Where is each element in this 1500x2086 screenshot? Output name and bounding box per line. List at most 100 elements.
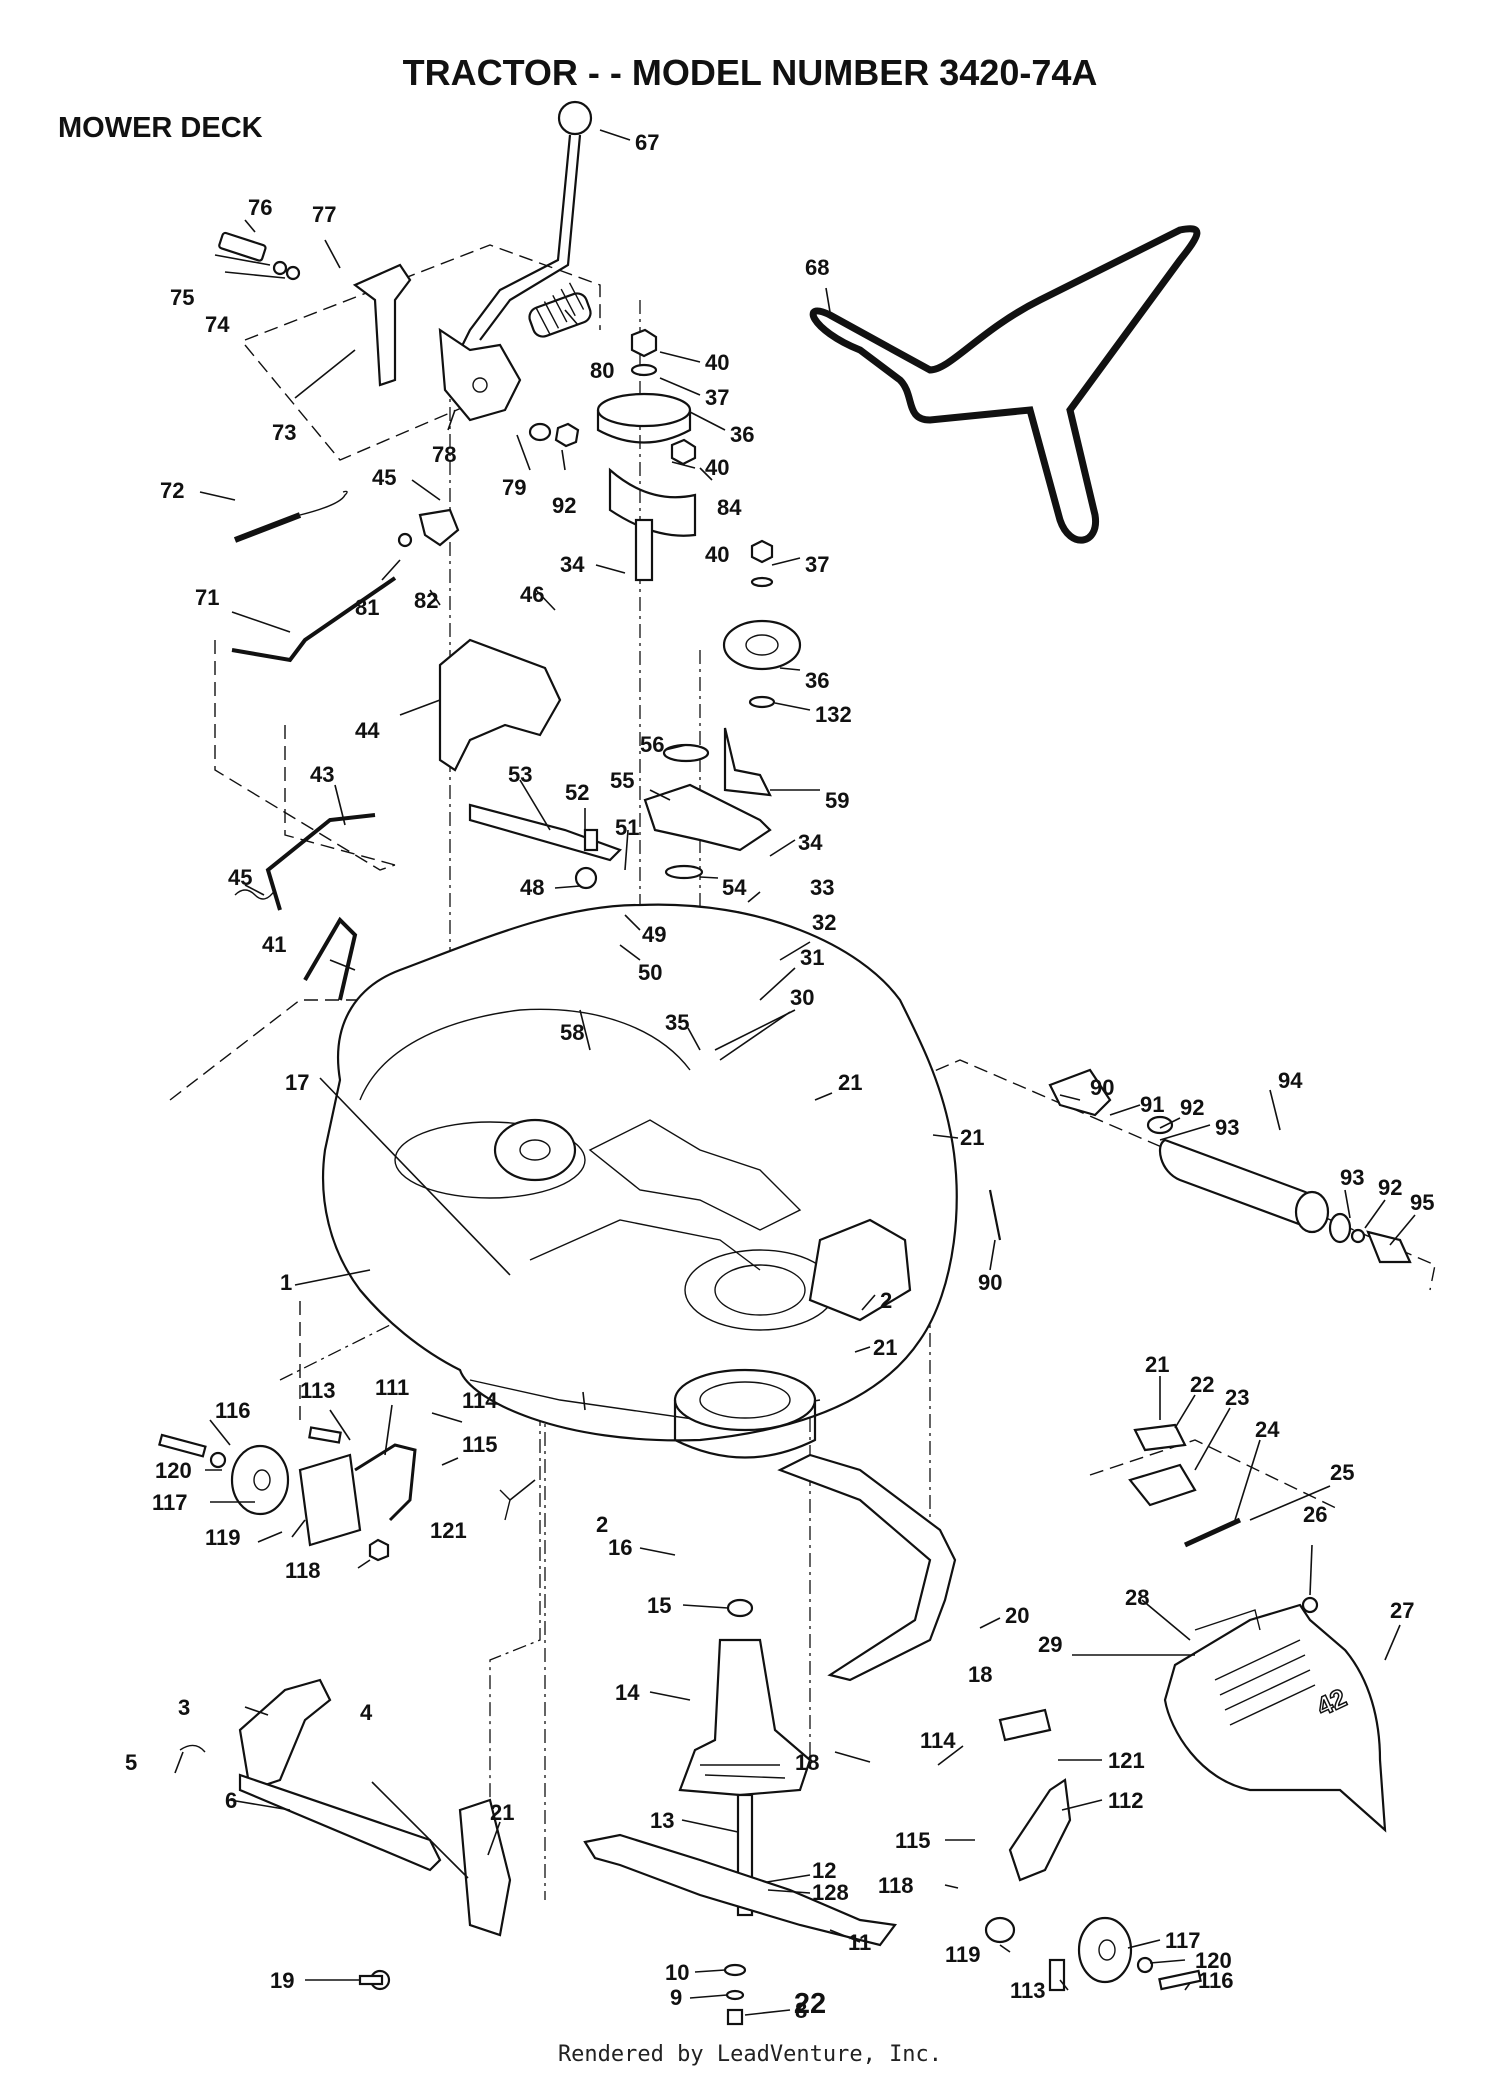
callout-56: 56 <box>640 732 664 757</box>
callout-17: 17 <box>285 1070 309 1095</box>
callout-79: 79 <box>502 475 526 500</box>
callout-45-a: 45 <box>372 465 396 490</box>
callout-15: 15 <box>647 1593 671 1618</box>
callout-118-b: 118 <box>878 1873 914 1898</box>
callout-21-d: 21 <box>1145 1352 1169 1377</box>
gauge-wheel-left <box>158 1426 511 1562</box>
callout-40-b: 40 <box>705 455 729 480</box>
washer-nut-79-92 <box>528 422 580 448</box>
callout-13: 13 <box>650 1808 674 1833</box>
callout-21-c: 21 <box>873 1335 897 1360</box>
callout-40-c: 40 <box>705 542 729 567</box>
mower-blade <box>583 1833 897 2026</box>
callout-20: 20 <box>1005 1603 1029 1628</box>
callout-33: 33 <box>810 875 834 900</box>
callout-31: 31 <box>800 945 824 970</box>
drive-belt <box>809 225 1201 544</box>
callout-22: 22 <box>1190 1372 1214 1397</box>
callout-91: 91 <box>1140 1092 1164 1117</box>
callout-26: 26 <box>1303 1502 1327 1527</box>
callout-116-a: 116 <box>215 1398 251 1423</box>
callout-93-b: 93 <box>1340 1165 1364 1190</box>
idler-arm-assembly <box>468 727 772 890</box>
callout-16: 16 <box>608 1535 632 1560</box>
callout-92-a: 92 <box>552 493 576 518</box>
callout-117-b: 117 <box>1165 1928 1201 1953</box>
callout-21-a: 21 <box>838 1070 862 1095</box>
callout-11: 11 <box>848 1930 871 1955</box>
callout-75: 75 <box>170 285 194 310</box>
render-credit: Rendered by LeadVenture, Inc. <box>557 2042 943 2067</box>
page-number: 22 <box>793 1988 827 2020</box>
callout-120-a: 120 <box>155 1458 192 1483</box>
callout-84: 84 <box>717 495 742 520</box>
callout-43: 43 <box>310 762 334 787</box>
lift-spring-72 <box>233 490 460 548</box>
callout-113-a: 113 <box>300 1378 336 1403</box>
callout-4: 4 <box>360 1700 373 1725</box>
lift-link-71 <box>231 576 397 663</box>
callout-27: 27 <box>1390 1598 1414 1623</box>
callout-28: 28 <box>1125 1585 1149 1610</box>
callout-94: 94 <box>1278 1068 1303 1093</box>
callout-120-b: 120 <box>1195 1948 1232 1973</box>
callout-71: 71 <box>195 585 219 610</box>
callout-8: 8 <box>795 1998 807 2023</box>
mower-deck-housing <box>322 903 958 1442</box>
callout-32: 32 <box>812 910 836 935</box>
callout-50: 50 <box>638 960 662 985</box>
callout-14: 14 <box>615 1680 640 1705</box>
callout-36-a: 36 <box>730 422 754 447</box>
callout-45-b: 45 <box>228 865 252 890</box>
callout-77: 77 <box>312 202 336 227</box>
callout-78: 78 <box>432 442 456 467</box>
diagram-title: TRACTOR - - MODEL NUMBER 3420-74A <box>402 52 1098 93</box>
callout-67: 67 <box>635 130 659 155</box>
callout-18-b: 18 <box>795 1750 819 1775</box>
callout-121-b: 121 <box>1108 1748 1145 1773</box>
callout-19: 19 <box>270 1968 294 1993</box>
callout-128: 128 <box>812 1880 849 1905</box>
callout-37-b: 37 <box>805 552 829 577</box>
callout-48: 48 <box>520 875 544 900</box>
callout-113-b: 113 <box>1010 1978 1046 2003</box>
leader-lines <box>174 129 1416 2016</box>
callout-35: 35 <box>665 1010 689 1035</box>
gauge-wheel-right <box>984 1708 1202 1992</box>
callout-92-b: 92 <box>1180 1095 1204 1120</box>
callout-59: 59 <box>825 788 849 813</box>
callout-52: 52 <box>565 780 589 805</box>
callout-115-b: 115 <box>895 1828 931 1853</box>
callout-46: 46 <box>520 582 544 607</box>
callout-54: 54 <box>722 875 747 900</box>
callout-labels: 67 76 77 75 74 68 40 80 37 36 40 73 78 7… <box>125 130 1434 2023</box>
callout-114-b: 114 <box>920 1728 956 1753</box>
callout-6: 6 <box>225 1788 237 1813</box>
callout-12: 12 <box>812 1858 836 1883</box>
callout-10: 10 <box>665 1960 689 1985</box>
callout-53: 53 <box>508 762 532 787</box>
callout-95: 95 <box>1410 1190 1434 1215</box>
callout-121-a: 121 <box>430 1518 467 1543</box>
pivot-bolt-set <box>218 231 301 281</box>
callout-74: 74 <box>205 312 230 337</box>
callout-92-c: 92 <box>1378 1175 1402 1200</box>
callout-119-b: 119 <box>945 1942 981 1967</box>
callout-55: 55 <box>610 768 634 793</box>
callout-49: 49 <box>642 922 666 947</box>
callout-114-a: 114 <box>462 1388 498 1413</box>
callout-68: 68 <box>805 255 829 280</box>
callout-116-b: 116 <box>1198 1968 1234 1993</box>
callout-82: 82 <box>414 588 438 613</box>
blade-spindle-assembly <box>673 1368 817 1917</box>
callout-112: 112 <box>1108 1788 1144 1813</box>
callout-40-a: 40 <box>705 350 729 375</box>
callout-34-a: 34 <box>560 552 585 577</box>
callout-18-a: 18 <box>968 1662 992 1687</box>
callout-2-b: 2 <box>596 1512 608 1537</box>
callout-44: 44 <box>355 718 380 743</box>
anti-scalp-roller <box>988 1068 1412 1264</box>
callout-21-b: 21 <box>960 1125 984 1150</box>
